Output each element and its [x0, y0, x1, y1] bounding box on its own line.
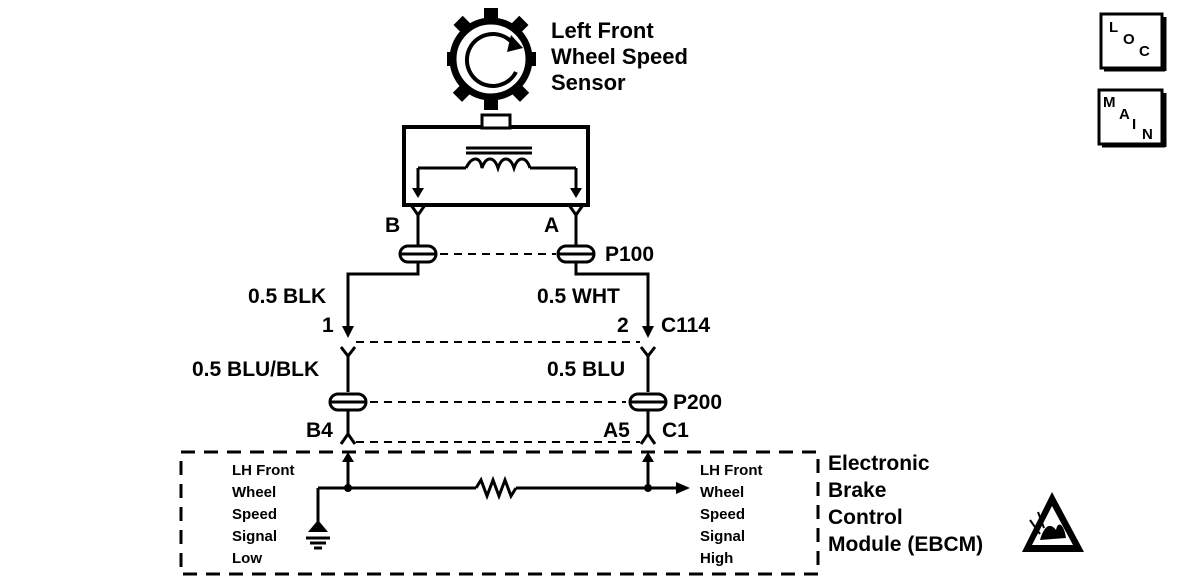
right-upper-wire-color: 0.5 WHT: [537, 285, 620, 308]
ebcm-title: Electronic Brake Control Module (EBCM): [828, 452, 983, 556]
upper-wires: [342, 262, 654, 338]
p100-label: P100: [605, 243, 654, 266]
sensor-title-line-1: Left Front: [551, 18, 654, 43]
loc-letter-l: L: [1109, 19, 1118, 36]
ebcm-title-line-4: Module (EBCM): [828, 533, 983, 556]
high-signal-label: LH Front Wheel Speed Signal High: [700, 462, 762, 567]
pin-a-label: A: [544, 214, 559, 237]
c114-right-pin-number: 2: [617, 314, 629, 337]
ebcm-module-box: [179, 450, 820, 576]
c114-label: C114: [661, 314, 710, 337]
low-signal-label: LH Front Wheel Speed Signal Low: [232, 462, 294, 567]
low-signal-line-5: Low: [232, 550, 262, 567]
right-lower-wire-color: 0.5 BLU: [547, 358, 625, 381]
ebcm-title-line-1: Electronic: [828, 452, 930, 475]
main-icon: M A I N: [1097, 88, 1167, 148]
high-signal-line-4: Signal: [700, 528, 745, 545]
wheel-speed-sensor-icon: [447, 8, 536, 110]
high-signal-line-2: Wheel: [700, 484, 744, 501]
esd-warning-icon: [1022, 492, 1084, 552]
c1-connector: [339, 428, 657, 445]
p100-connector: [398, 244, 596, 264]
high-signal-line-1: LH Front: [700, 462, 762, 479]
left-lower-wire-color: 0.5 BLU/BLK: [192, 358, 319, 381]
high-signal-line-3: Speed: [700, 506, 745, 523]
ebcm-internal-circuit: [316, 452, 690, 532]
loc-letter-o: O: [1123, 31, 1135, 48]
sensor-title-line-2: Wheel Speed: [551, 44, 688, 69]
ebcm-title-line-2: Brake: [828, 479, 886, 502]
c114-left-pin-number: 1: [322, 314, 334, 337]
high-signal-line-5: High: [700, 550, 733, 567]
left-upper-wire-color: 0.5 BLK: [248, 285, 326, 308]
sensor-housing: [402, 113, 590, 207]
sensor-title-line-3: Sensor: [551, 70, 626, 95]
low-signal-line-1: LH Front: [232, 462, 294, 479]
sensor-title: Left Front Wheel Speed Sensor: [551, 18, 688, 95]
pin-b-label: B: [385, 214, 400, 237]
sensor-connector-pins: [409, 204, 585, 250]
p200-label: P200: [673, 391, 722, 414]
main-letter-i: I: [1132, 116, 1136, 133]
main-letter-a: A: [1119, 106, 1130, 123]
c1-left-pin: B4: [306, 419, 333, 442]
main-letter-m: M: [1103, 94, 1116, 111]
c114-connector: [339, 341, 657, 392]
loc-letter-c: C: [1139, 43, 1150, 60]
ebcm-title-line-3: Control: [828, 506, 903, 529]
c1-label: C1: [662, 419, 689, 442]
low-signal-line-2: Wheel: [232, 484, 276, 501]
low-signal-line-3: Speed: [232, 506, 277, 523]
p200-connector: [328, 392, 668, 428]
ground-icon: [306, 520, 330, 550]
loc-icon: L O C: [1099, 12, 1167, 72]
c1-right-pin: A5: [603, 419, 630, 442]
low-signal-line-4: Signal: [232, 528, 277, 545]
main-letter-n: N: [1142, 126, 1153, 143]
